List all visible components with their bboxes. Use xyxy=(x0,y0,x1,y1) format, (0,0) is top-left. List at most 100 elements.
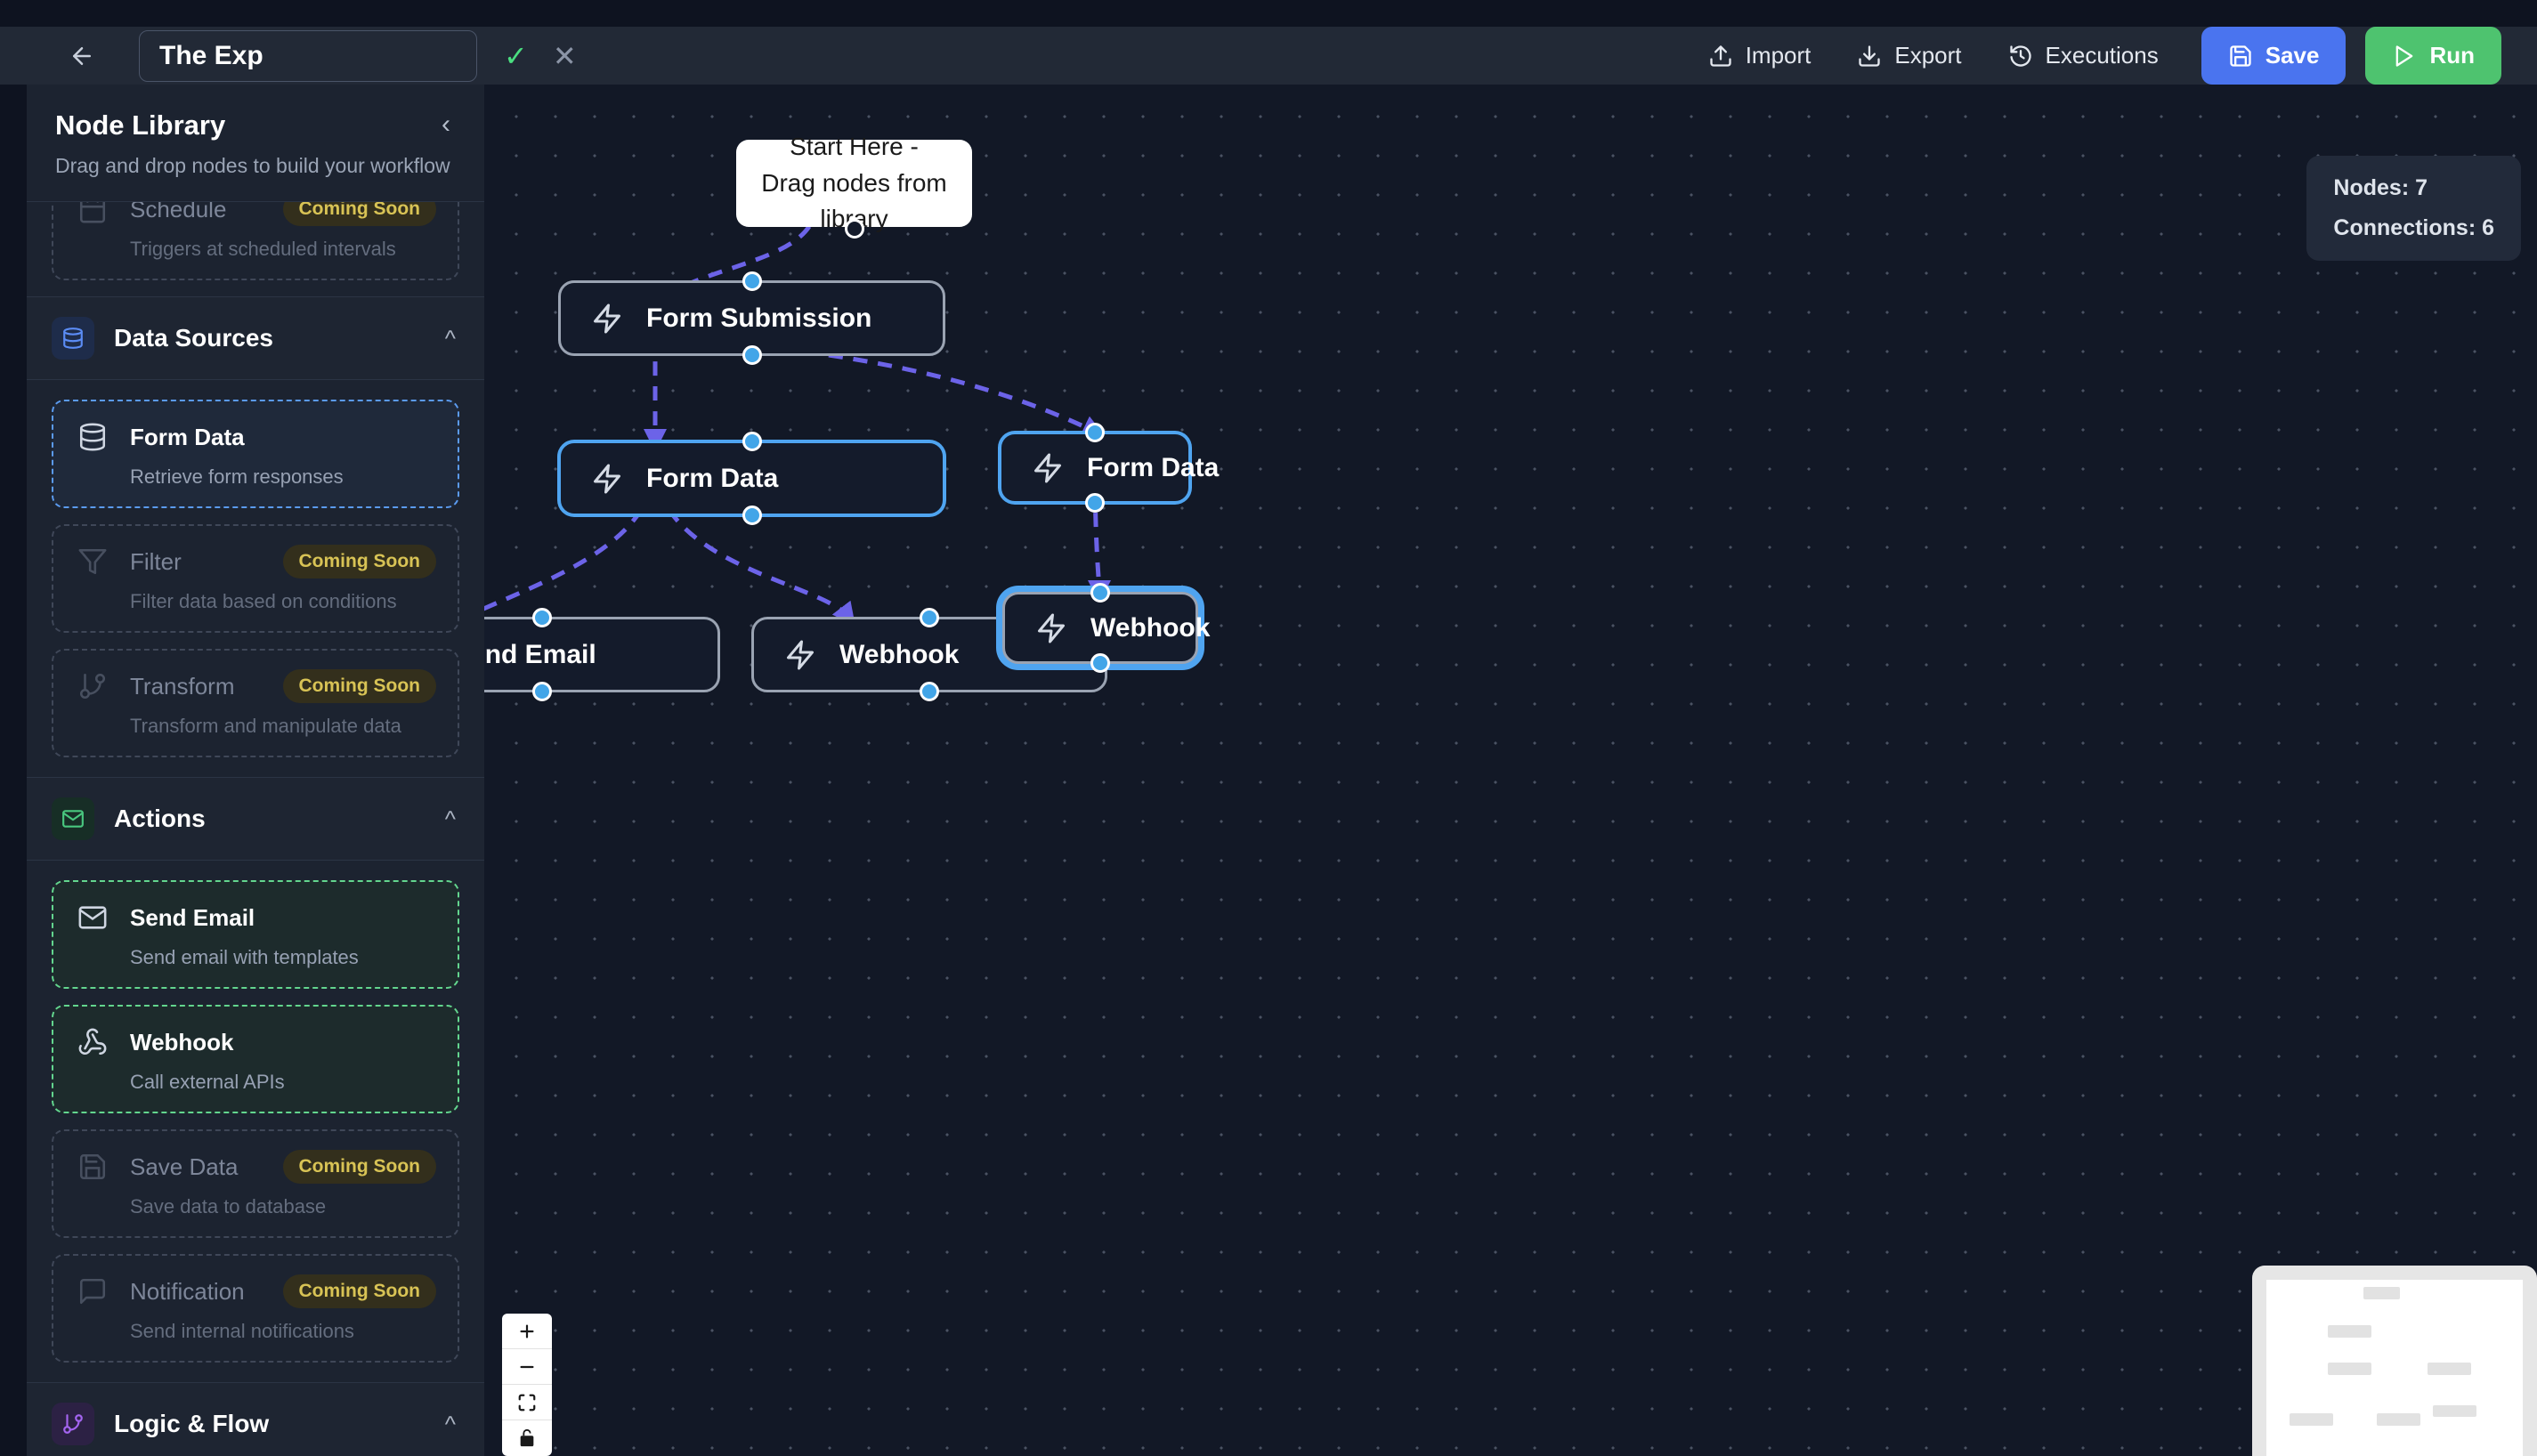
node-form-submission[interactable]: Form Submission xyxy=(558,271,945,365)
top-toolbar: ✓ ✕ Import Export Executions xyxy=(0,27,2537,85)
library-item-label: Form Data xyxy=(130,423,245,450)
canvas-controls xyxy=(502,1314,552,1456)
node-output-handle[interactable] xyxy=(1085,493,1105,513)
sidebar-header: Node Library ‹ Drag and drop nodes to bu… xyxy=(27,85,484,202)
transform-icon xyxy=(75,668,110,704)
node-output-handle[interactable] xyxy=(532,682,552,701)
lightning-icon xyxy=(1035,612,1067,644)
export-button[interactable]: Export xyxy=(1834,29,1984,82)
back-button[interactable] xyxy=(62,36,101,76)
lock-icon xyxy=(520,1428,534,1447)
library-item-webhook[interactable]: Webhook Call external APIs xyxy=(52,1005,459,1113)
cancel-rename-button[interactable]: ✕ xyxy=(552,39,577,72)
section-title: Logic & Flow xyxy=(114,1410,270,1437)
node-label: Form Submission xyxy=(646,303,872,333)
library-item-notification: Notification Coming Soon Send internal n… xyxy=(52,1254,459,1363)
executions-button[interactable]: Executions xyxy=(1985,29,2182,82)
node-label: Webhook xyxy=(1090,612,1211,643)
chevron-up-icon[interactable]: ^ xyxy=(444,805,456,832)
library-item-desc: Filter data based on conditions xyxy=(130,590,397,612)
import-label: Import xyxy=(1745,42,1812,69)
database-icon xyxy=(75,419,110,455)
run-label: Run xyxy=(2429,42,2475,69)
sidebar-section-logic-flow[interactable]: Logic & Flow ^ xyxy=(27,1382,484,1456)
node-input-handle[interactable] xyxy=(1090,583,1110,603)
library-item-desc: Save data to database xyxy=(130,1195,327,1217)
node-output-handle[interactable] xyxy=(742,506,762,525)
node-input-handle[interactable] xyxy=(1085,423,1105,442)
save-disk-icon xyxy=(2230,44,2251,67)
export-label: Export xyxy=(1894,42,1962,69)
canvas-stats-panel: Nodes: 7 Connections: 6 xyxy=(2306,156,2521,261)
history-icon xyxy=(2009,44,2031,67)
save-button[interactable]: Save xyxy=(2201,27,2347,85)
library-item-send-email[interactable]: Send Email Send email with templates xyxy=(52,880,459,989)
node-output-handle[interactable] xyxy=(1090,653,1110,673)
node-form-data-right[interactable]: Form Data xyxy=(999,423,1219,513)
minus-icon xyxy=(520,1365,534,1368)
sidebar-scroll-area[interactable]: Schedule Coming Soon Triggers at schedul… xyxy=(27,202,484,1456)
executions-label: Executions xyxy=(2045,42,2159,69)
nodes-count: Nodes: 7 xyxy=(2333,175,2428,200)
database-icon xyxy=(52,317,94,360)
library-item-label: Transform xyxy=(130,672,235,700)
node-output-handle[interactable] xyxy=(742,345,762,365)
node-output-handle[interactable] xyxy=(844,219,864,239)
library-item-label: Send Email xyxy=(130,903,255,931)
confirm-rename-button[interactable]: ✓ xyxy=(504,39,528,72)
data-sources-items: Form Data Retrieve form responses Filter… xyxy=(27,380,484,757)
branch-icon xyxy=(52,1403,94,1445)
library-item-form-data[interactable]: Form Data Retrieve form responses xyxy=(52,400,459,508)
start-here-node[interactable]: Start Here - Drag nodes from library xyxy=(736,133,972,239)
node-input-handle[interactable] xyxy=(920,608,939,627)
node-send-email[interactable]: Send Email xyxy=(484,608,720,701)
save-label: Save xyxy=(2265,42,2320,69)
workflow-name-input[interactable] xyxy=(139,29,477,82)
section-title: Actions xyxy=(114,805,206,832)
minimap-node xyxy=(2328,1325,2372,1339)
node-label: Send Email xyxy=(484,639,596,669)
run-button[interactable]: Run xyxy=(2365,27,2501,85)
status-badge: Coming Soon xyxy=(282,1274,436,1308)
library-item-desc: Call external APIs xyxy=(130,1071,285,1093)
library-item-desc: Retrieve form responses xyxy=(130,465,344,488)
node-label: Webhook xyxy=(839,639,960,669)
workflow-canvas[interactable]: Start Here - Drag nodes from library For… xyxy=(484,85,2537,1456)
node-input-handle[interactable] xyxy=(742,271,762,291)
canvas-minimap[interactable] xyxy=(2252,1266,2537,1456)
collapse-sidebar-button[interactable]: ‹ xyxy=(442,109,450,139)
section-title: Data Sources xyxy=(114,324,273,352)
library-item-label: Notification xyxy=(130,1277,245,1305)
webhook-icon xyxy=(75,1024,110,1060)
start-node-label: Start Here - Drag nodes from library xyxy=(761,133,947,232)
library-item-transform: Transform Coming Soon Transform and mani… xyxy=(52,649,459,757)
calendar-icon xyxy=(75,202,110,227)
node-input-handle[interactable] xyxy=(742,432,762,451)
sidebar-subtitle: Drag and drop nodes to build your workfl… xyxy=(55,154,450,177)
zoom-in-button[interactable] xyxy=(502,1314,552,1349)
library-item-label: Save Data xyxy=(130,1153,239,1180)
connections-count: Connections: 6 xyxy=(2333,215,2494,240)
node-webhook-right[interactable]: Webhook xyxy=(1002,583,1210,673)
library-item-desc: Send internal notifications xyxy=(130,1320,354,1342)
zoom-out-button[interactable] xyxy=(502,1349,552,1385)
sidebar-section-actions[interactable]: Actions ^ xyxy=(27,777,484,861)
plus-icon xyxy=(520,1323,534,1339)
minimap-node xyxy=(2433,1404,2477,1418)
library-item-desc: Triggers at scheduled intervals xyxy=(130,238,396,260)
chevron-up-icon[interactable]: ^ xyxy=(444,324,456,352)
node-output-handle[interactable] xyxy=(920,682,939,701)
lock-canvas-button[interactable] xyxy=(502,1420,552,1456)
lightning-icon xyxy=(591,303,623,335)
import-button[interactable]: Import xyxy=(1685,29,1835,82)
library-item-label: Webhook xyxy=(130,1028,234,1056)
library-item-desc: Transform and manipulate data xyxy=(130,715,401,737)
floppy-icon xyxy=(75,1149,110,1185)
sidebar-section-data-sources[interactable]: Data Sources ^ xyxy=(27,296,484,380)
chevron-up-icon[interactable]: ^ xyxy=(444,1410,456,1437)
node-form-data-center[interactable]: Form Data xyxy=(558,432,945,525)
fit-view-icon xyxy=(518,1394,536,1411)
fit-view-button[interactable] xyxy=(502,1385,552,1420)
envelope-icon xyxy=(52,797,94,840)
node-input-handle[interactable] xyxy=(532,608,552,627)
